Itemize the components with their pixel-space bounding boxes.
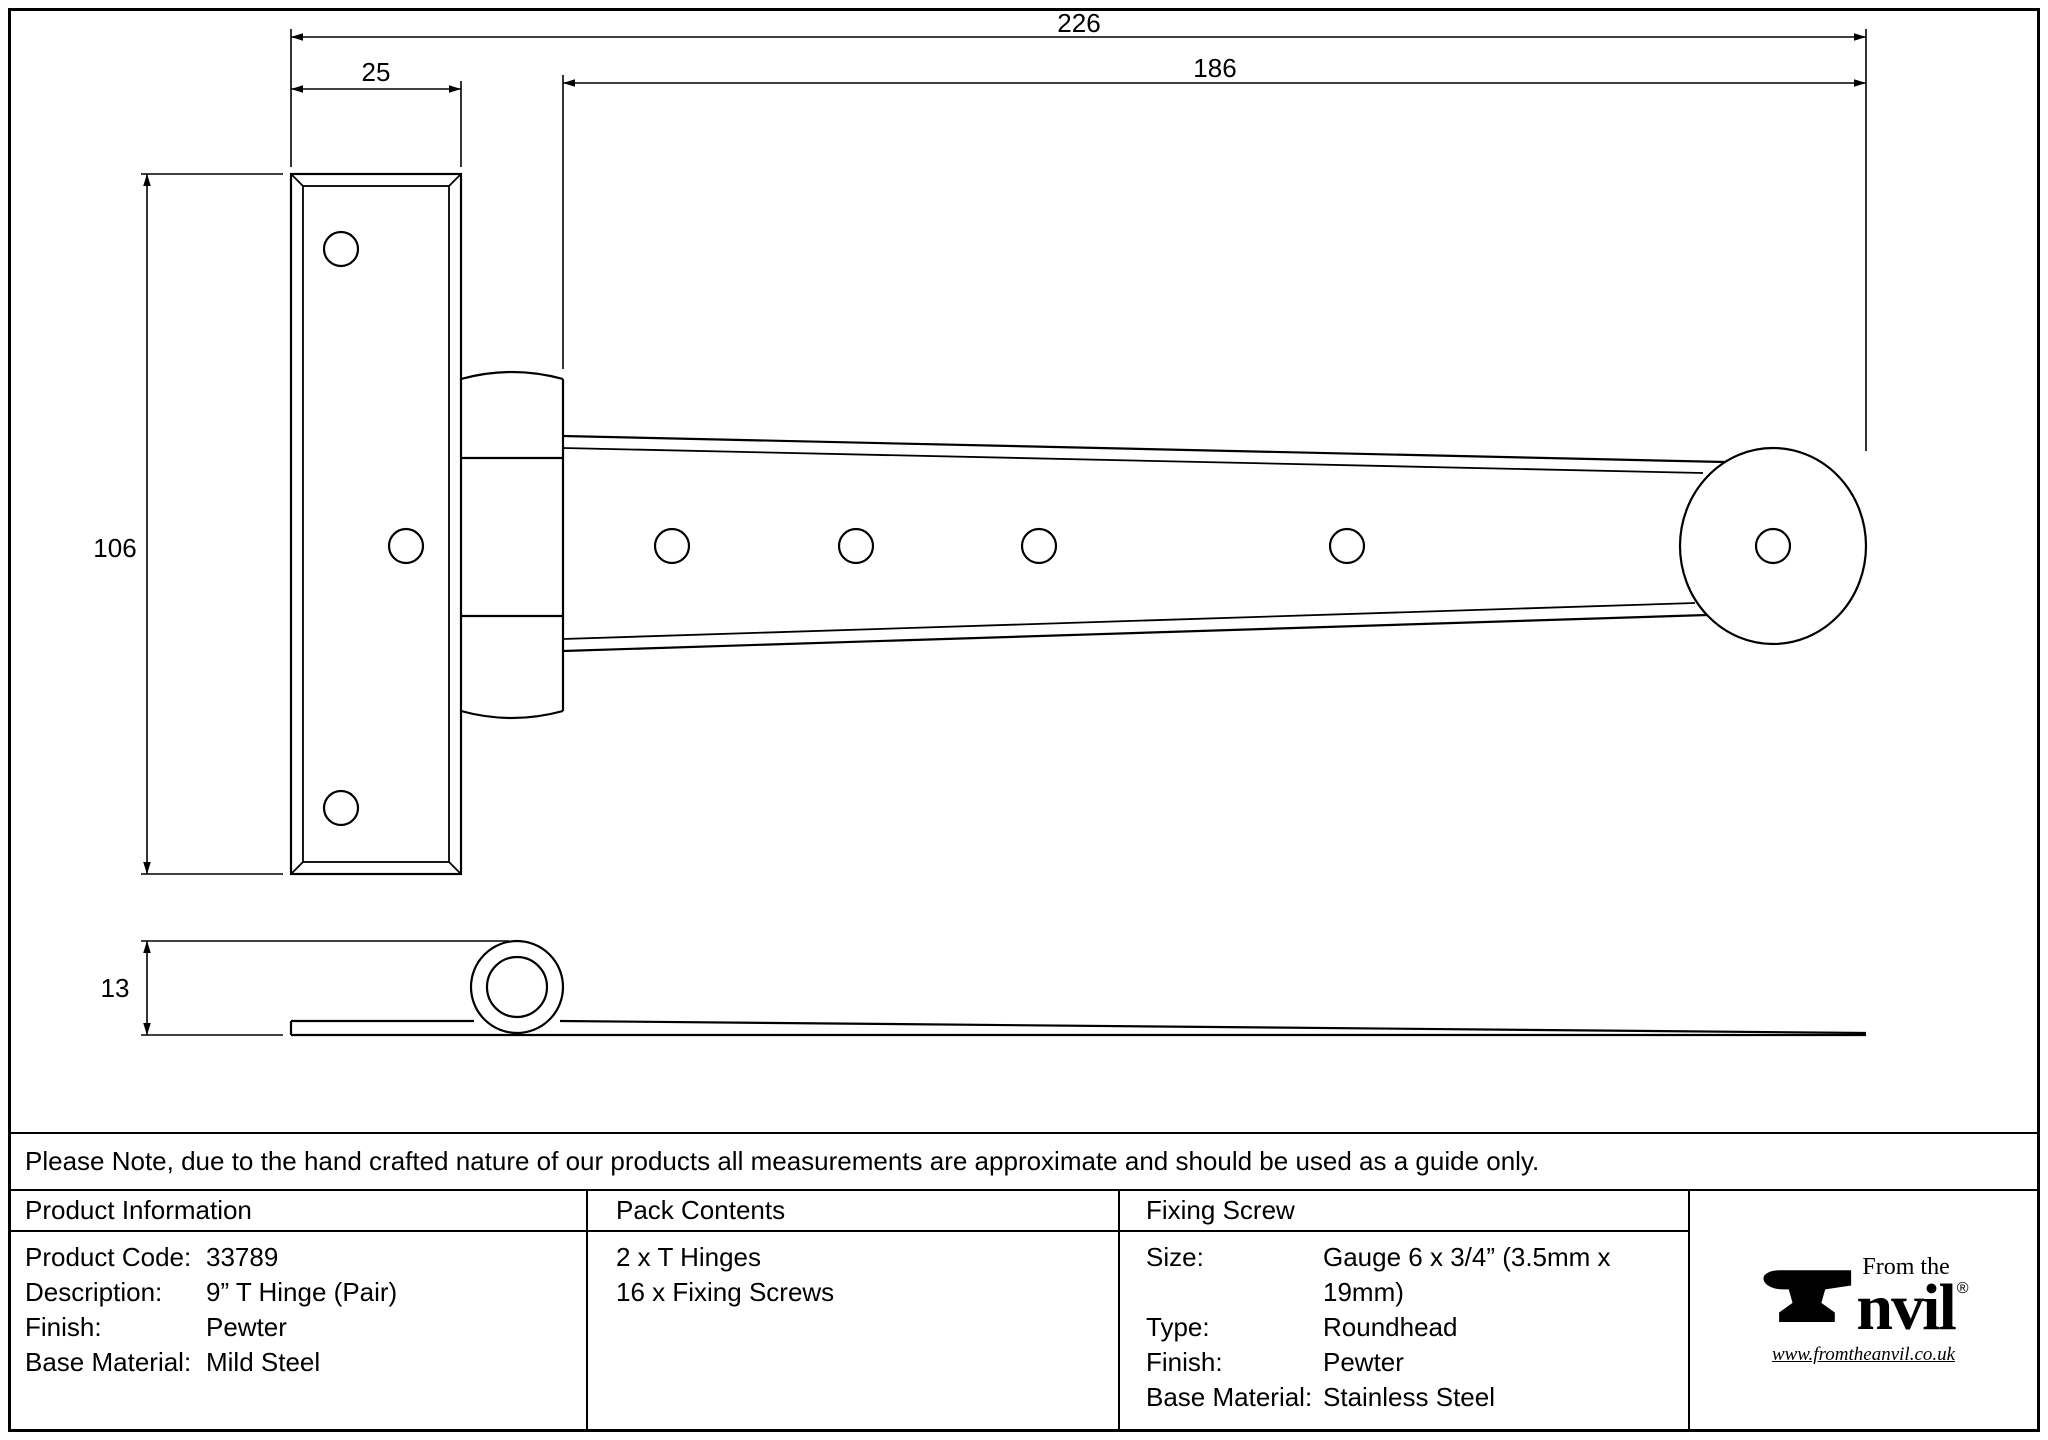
registered-mark-icon: ® — [1956, 1280, 1969, 1298]
dim-label-plate-height: 106 — [93, 533, 136, 563]
hinge-side-view — [289, 939, 1867, 1037]
logo-from-the: From the — [1862, 1254, 1950, 1281]
product-code-label: Product Code: — [25, 1242, 192, 1272]
chamfer-corner — [290, 173, 304, 187]
product-information-cell: Product Code: 33789 Description: 9” T Hi… — [11, 1232, 588, 1429]
chamfer-corner — [290, 861, 304, 875]
description-label: Description: — [25, 1277, 163, 1307]
pack-contents-line: 16 x Fixing Screws — [616, 1277, 835, 1307]
pack-contents-line: 2 x T Hinges — [616, 1242, 762, 1272]
screw-type-label: Type: — [1146, 1312, 1210, 1342]
arm-top-edge — [562, 434, 1726, 464]
base-material-value: Mild Steel — [206, 1347, 321, 1377]
header-product-information: Product Information — [11, 1191, 588, 1232]
anvil-icon — [1763, 1269, 1852, 1322]
screw-hole — [1754, 527, 1792, 565]
hinge-arm-front-view — [562, 434, 1868, 653]
strap-top-edge — [559, 1019, 1867, 1035]
arm-bottom-edge — [562, 613, 1708, 653]
barrel-bottom-cap — [460, 709, 564, 720]
product-code-value: 33789 — [206, 1242, 279, 1272]
barrel-top-cap — [460, 370, 564, 381]
dim-label-side-height: 13 — [101, 973, 130, 1003]
screw-hole — [837, 527, 875, 565]
arm-bottom-chamfer — [562, 602, 1696, 640]
knuckle-pin-circle — [485, 955, 549, 1019]
logo-text: From the nvil ® — [1856, 1254, 1969, 1345]
header-label: Fixing Screw — [1146, 1195, 1295, 1225]
fixing-screw-cell: Size: Gauge 6 x 3/4” (3.5mm x 19mm) Type… — [1120, 1232, 1690, 1429]
drawing-area: 226 186 25 106 — [11, 11, 2037, 1132]
screw-hole — [387, 527, 425, 565]
hinge-plate-front-view — [289, 172, 463, 876]
screw-size-label: Size: — [1146, 1242, 1204, 1272]
screw-hole — [1020, 527, 1058, 565]
header-label: Product Information — [25, 1195, 252, 1225]
finish-value: Pewter — [206, 1312, 287, 1342]
header-pack-contents: Pack Contents — [588, 1191, 1120, 1232]
dim-label-total-length: 226 — [1057, 11, 1100, 38]
dimension-total-length: 226 — [290, 11, 1867, 451]
dim-label-plate-width: 25 — [362, 57, 391, 87]
screw-size-value: Gauge 6 x 3/4” (3.5mm x 19mm) — [1323, 1242, 1611, 1307]
dimension-side-height: 13 — [101, 940, 509, 1036]
description-value: 9” T Hinge (Pair) — [206, 1277, 398, 1307]
plate-outline — [289, 172, 463, 876]
header-fixing-screw: Fixing Screw — [1120, 1191, 1690, 1232]
brand-logo: From the nvil ® www.fromtheanvil.co.uk — [1690, 1191, 2037, 1429]
dim-label-arm-length: 186 — [1193, 53, 1236, 83]
info-table: Product Information Pack Contents Fixing… — [11, 1189, 2037, 1429]
dimension-plate-width: 25 — [291, 57, 462, 167]
chamfer-corner — [448, 173, 462, 187]
plate-chamfer — [302, 185, 450, 863]
screw-base-material-value: Stainless Steel — [1323, 1382, 1495, 1412]
spec-sheet-page: 226 186 25 106 — [8, 8, 2040, 1432]
logo-main: From the nvil ® — [1758, 1254, 1969, 1345]
chamfer-corner — [448, 861, 462, 875]
screw-finish-value: Pewter — [1323, 1347, 1404, 1377]
screw-finish-label: Finish: — [1146, 1347, 1223, 1377]
finish-label: Finish: — [25, 1312, 102, 1342]
screw-hole — [1328, 527, 1366, 565]
screw-hole — [322, 230, 360, 268]
pack-contents-cell: 2 x T Hinges 16 x Fixing Screws — [588, 1232, 1120, 1429]
arm-round-end — [1678, 446, 1868, 646]
arm-top-chamfer — [562, 447, 1704, 474]
t-hinge-technical-drawing: 226 186 25 106 — [93, 11, 1868, 1037]
dimension-plate-height: 106 — [93, 173, 283, 875]
dimension-arm-length: 186 — [562, 53, 1866, 369]
screw-base-material-label: Base Material: — [1146, 1382, 1313, 1412]
note-row: Please Note, due to the hand crafted nat… — [11, 1132, 2037, 1189]
screw-hole — [322, 789, 360, 827]
header-label: Pack Contents — [616, 1195, 786, 1225]
note-text: Please Note, due to the hand crafted nat… — [25, 1146, 1540, 1176]
knuckle-outer-circle — [469, 939, 565, 1035]
base-material-label: Base Material: — [25, 1347, 192, 1377]
screw-type-value: Roundhead — [1323, 1312, 1458, 1342]
logo-url: www.fromtheanvil.co.uk — [1771, 1343, 1956, 1365]
hinge-knuckle-front-view — [460, 370, 565, 720]
screw-hole — [653, 527, 691, 565]
logo-brand-text: nvil — [1856, 1271, 1956, 1345]
